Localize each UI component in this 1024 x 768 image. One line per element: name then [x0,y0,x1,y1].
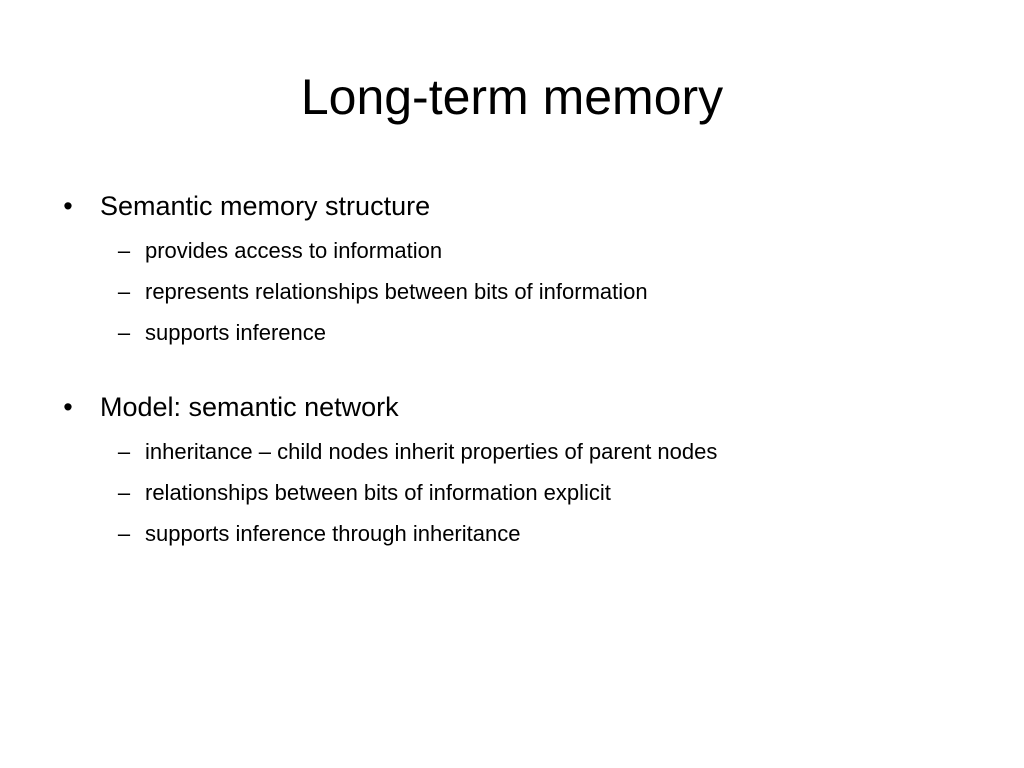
bullet-item: • Semantic memory structure [56,182,976,230]
dash-marker: – [117,238,131,263]
sub-bullet-item: – relationships between bits of informat… [56,472,976,513]
sub-bullet-item: – represents relationships between bits … [56,271,976,312]
dash-marker: – [117,439,131,464]
slide-title: Long-term memory [300,69,724,125]
sub-bullet-text: provides access to information [145,238,443,263]
sub-bullet-list: – inheritance – child nodes inherit prop… [56,431,976,554]
sub-bullet-list: – provides access to information – repre… [56,230,976,353]
sub-bullet-text: supports inference through inheritance [145,521,521,546]
sub-bullet-text: inheritance – child nodes inherit proper… [145,439,718,464]
bullet-text: Semantic memory structure [100,191,431,221]
sub-bullet-item: – supports inference [56,312,976,353]
bullet-text: Model: semantic network [100,392,399,422]
sub-bullet-item: – supports inference through inheritance [56,513,976,554]
dash-marker: – [117,320,131,345]
sub-bullet-text: supports inference [145,320,326,345]
dash-marker: – [117,521,131,546]
bullet-group-semantic-memory-structure: • Semantic memory structure – provides a… [56,182,976,353]
bullet-group-model-semantic-network: • Model: semantic network – inheritance … [56,383,976,554]
slide-content: • Semantic memory structure – provides a… [56,182,976,554]
sub-bullet-text: relationships between bits of informatio… [145,480,611,505]
bullet-marker: • [63,392,73,422]
sub-bullet-item: – inheritance – child nodes inherit prop… [56,431,976,472]
sub-bullet-item: – provides access to information [56,230,976,271]
dash-marker: – [117,480,131,505]
bullet-item: • Model: semantic network [56,383,976,431]
sub-bullet-text: represents relationships between bits of… [145,279,648,304]
dash-marker: – [117,279,131,304]
bullet-marker: • [63,191,73,221]
